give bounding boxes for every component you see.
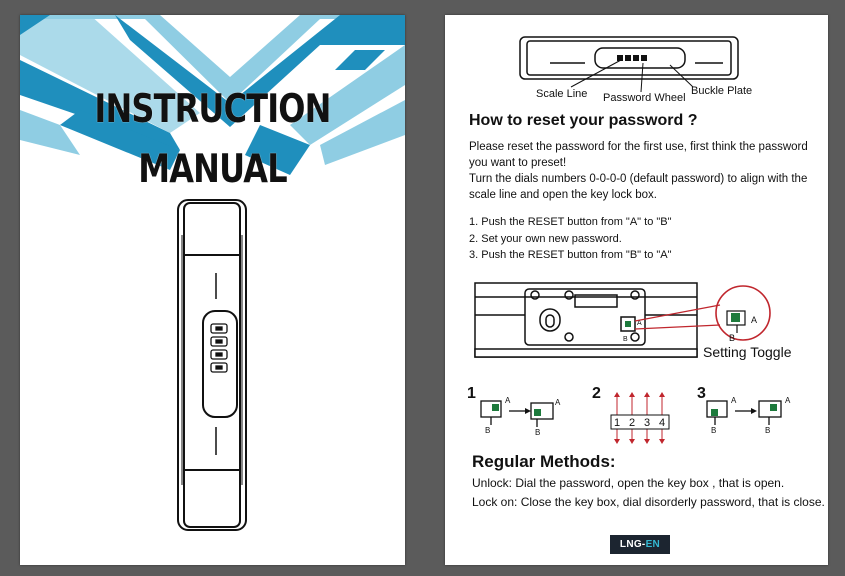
brand-logo: LNG-EN xyxy=(610,535,670,554)
mark-a: A xyxy=(555,398,561,407)
intro-paragraph: Please reset the password for the first … xyxy=(469,139,808,203)
dial-digit: 2 xyxy=(629,417,635,429)
setting-toggle-diagram: B A A B xyxy=(474,282,771,358)
regular-methods-title: Regular Methods: xyxy=(472,452,616,471)
mark-b: B xyxy=(711,426,716,435)
dial-digit: 4 xyxy=(659,417,665,429)
paragraph-line: you want to preset! xyxy=(469,157,567,169)
dial-digit: 3 xyxy=(644,417,650,429)
setting-toggle-label: Setting Toggle xyxy=(703,344,792,360)
step-diagrams: 1 2 3 4 A B A B A B A B xyxy=(480,392,791,444)
lock-text: Lock on: Close the key box, dial disorde… xyxy=(472,495,825,509)
mark-a: A xyxy=(505,396,511,405)
scale-line-label: Scale Line xyxy=(536,88,588,100)
cover-graphic xyxy=(20,15,405,531)
step-number-1: 1 xyxy=(467,385,476,402)
mark-b: B xyxy=(765,426,770,435)
logo-left: LNG- xyxy=(619,539,646,550)
top-box-diagram xyxy=(519,36,739,93)
mark-b: B xyxy=(535,428,540,437)
step-item: 1. Push the RESET button from "A" to "B" xyxy=(469,216,672,228)
cover-page: INSTRUCTION MANUAL xyxy=(20,15,405,565)
paragraph-line: scale line and open the key lock box. xyxy=(469,189,657,201)
toggle-mark-a-zoom: A xyxy=(751,315,757,325)
password-dials xyxy=(210,323,228,373)
step-number-3: 3 xyxy=(697,385,706,402)
toggle-switch-small xyxy=(625,321,631,327)
instructions-page: Scale Line Password Wheel Buckle Plate H… xyxy=(445,15,828,565)
reset-heading: How to reset your password ? xyxy=(469,112,698,129)
step-item: 2. Set your own new password. xyxy=(469,232,622,245)
mark-a: A xyxy=(785,396,791,405)
mark-a: A xyxy=(731,396,737,405)
reset-steps: 1. Push the RESET button from "A" to "B"… xyxy=(469,214,672,264)
logo-right: EN xyxy=(645,539,661,550)
buckle-plate-label: Buckle Plate xyxy=(691,85,753,97)
toggle-switch-zoom xyxy=(731,313,740,322)
toggle-mark-b-small: B xyxy=(623,336,628,343)
top-dials xyxy=(617,55,647,61)
toggle-mark-b-zoom: B xyxy=(729,333,735,343)
toggle-mark-a-small: A xyxy=(637,320,642,327)
unlock-text: Unlock: Dial the password, open the key … xyxy=(472,476,785,490)
paragraph-line: Turn the dials numbers 0-0-0-0 (default … xyxy=(469,173,808,185)
password-wheel-label: Password Wheel xyxy=(603,92,686,104)
blue-chevron-decoration xyxy=(20,15,405,175)
dial-digit: 1 xyxy=(614,417,620,429)
step-number-2: 2 xyxy=(592,385,601,402)
cover-title-line2: MANUAL xyxy=(138,147,287,192)
cover-title-line1: INSTRUCTION xyxy=(94,87,331,132)
step-item: 3. Push the RESET button from "B" to "A" xyxy=(469,249,672,261)
mark-b: B xyxy=(485,426,490,435)
paragraph-line: Please reset the password for the first … xyxy=(469,141,808,153)
callout-lines xyxy=(634,285,771,341)
